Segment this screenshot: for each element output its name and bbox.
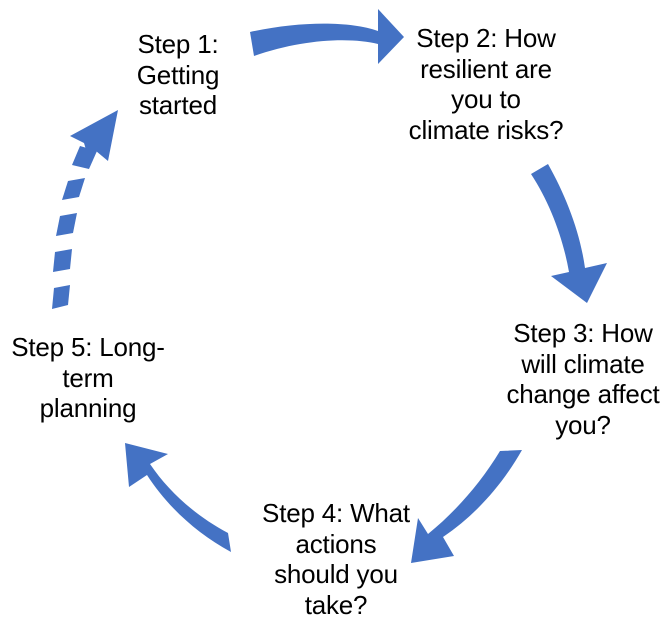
arrow-step-3-to-step-4 xyxy=(411,450,522,563)
step-3-label: Step 3: How will climate change affect y… xyxy=(506,318,660,440)
step-4-label: Step 4: What actions should you take? xyxy=(262,498,410,620)
step-2-label: Step 2: How resilient are you to climate… xyxy=(408,23,564,145)
arrow-step-1-to-step-2 xyxy=(250,9,404,64)
arrow-step-4-to-step-5 xyxy=(125,443,231,552)
step-5-label: Step 5: Long- term planning xyxy=(11,332,165,423)
arrow-step-2-to-step-3 xyxy=(531,164,607,303)
step-1-label: Step 1: Getting started xyxy=(136,29,220,120)
arrow-step-5-to-step-1 xyxy=(52,110,118,309)
